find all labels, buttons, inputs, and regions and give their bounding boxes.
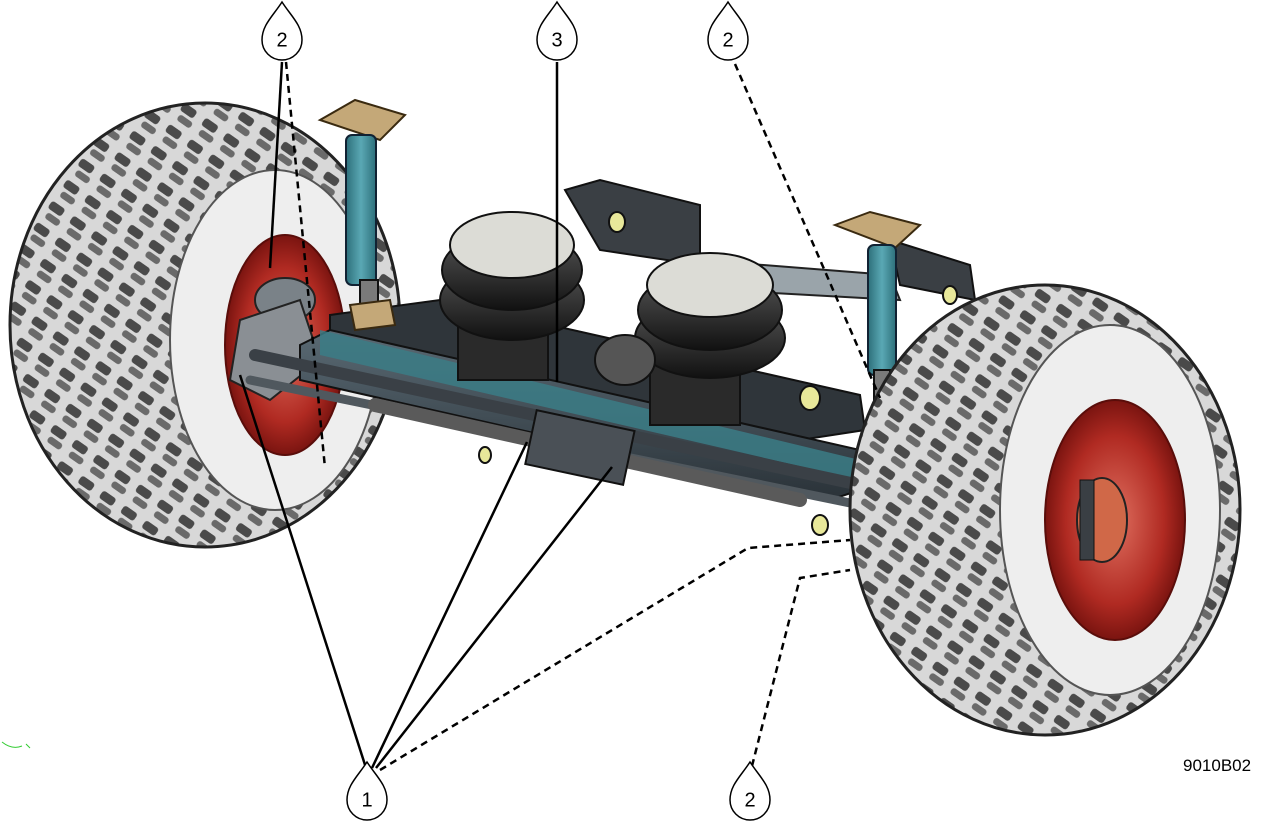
accumulator [594, 334, 656, 386]
leader-1-a [238, 374, 368, 769]
leader-1-b [370, 441, 529, 769]
bushing-5 [478, 446, 492, 464]
callout-label: 1 [361, 789, 372, 811]
leader-2-top-left-solid [268, 61, 284, 269]
leader-2-bottom-right [750, 568, 851, 767]
callout-2-top-left: 2 [261, 0, 303, 61]
bushing-4 [942, 285, 958, 305]
callout-label: 2 [744, 789, 755, 811]
leader-1-c [375, 466, 613, 769]
shock-absorber-left [317, 98, 407, 332]
bushing-2 [811, 514, 829, 536]
callout-label: 3 [551, 29, 562, 51]
right-hub-cap [1079, 479, 1095, 561]
leader-2-top-left-dashed [284, 61, 327, 469]
bushing-1 [799, 385, 821, 411]
right-rear-bracket [888, 238, 977, 302]
right-wheel [848, 283, 1242, 737]
axle-tube [320, 330, 860, 480]
center-block [524, 409, 636, 486]
left-steering-knuckle [228, 298, 322, 402]
air-spring-right [634, 252, 786, 426]
bushing-3 [608, 211, 626, 233]
callout-2-bottom-right: 2 [729, 760, 771, 821]
stray-green-mark [1, 741, 31, 749]
leader-2-top-right [733, 63, 882, 399]
left-wheel [8, 101, 402, 549]
air-spring-left [439, 211, 585, 381]
callout-label: 2 [276, 29, 287, 51]
callout-label: 2 [722, 29, 733, 51]
figure-code: 9010B02 [1183, 756, 1251, 775]
callout-2-top-right: 2 [707, 0, 749, 61]
rear-mount-bracket [563, 178, 701, 267]
leader-1-dashed [379, 538, 851, 772]
leader-lines [238, 61, 882, 772]
callout-3-top-center: 3 [536, 0, 578, 61]
callout-1-bottom-left: 1 [346, 760, 388, 821]
